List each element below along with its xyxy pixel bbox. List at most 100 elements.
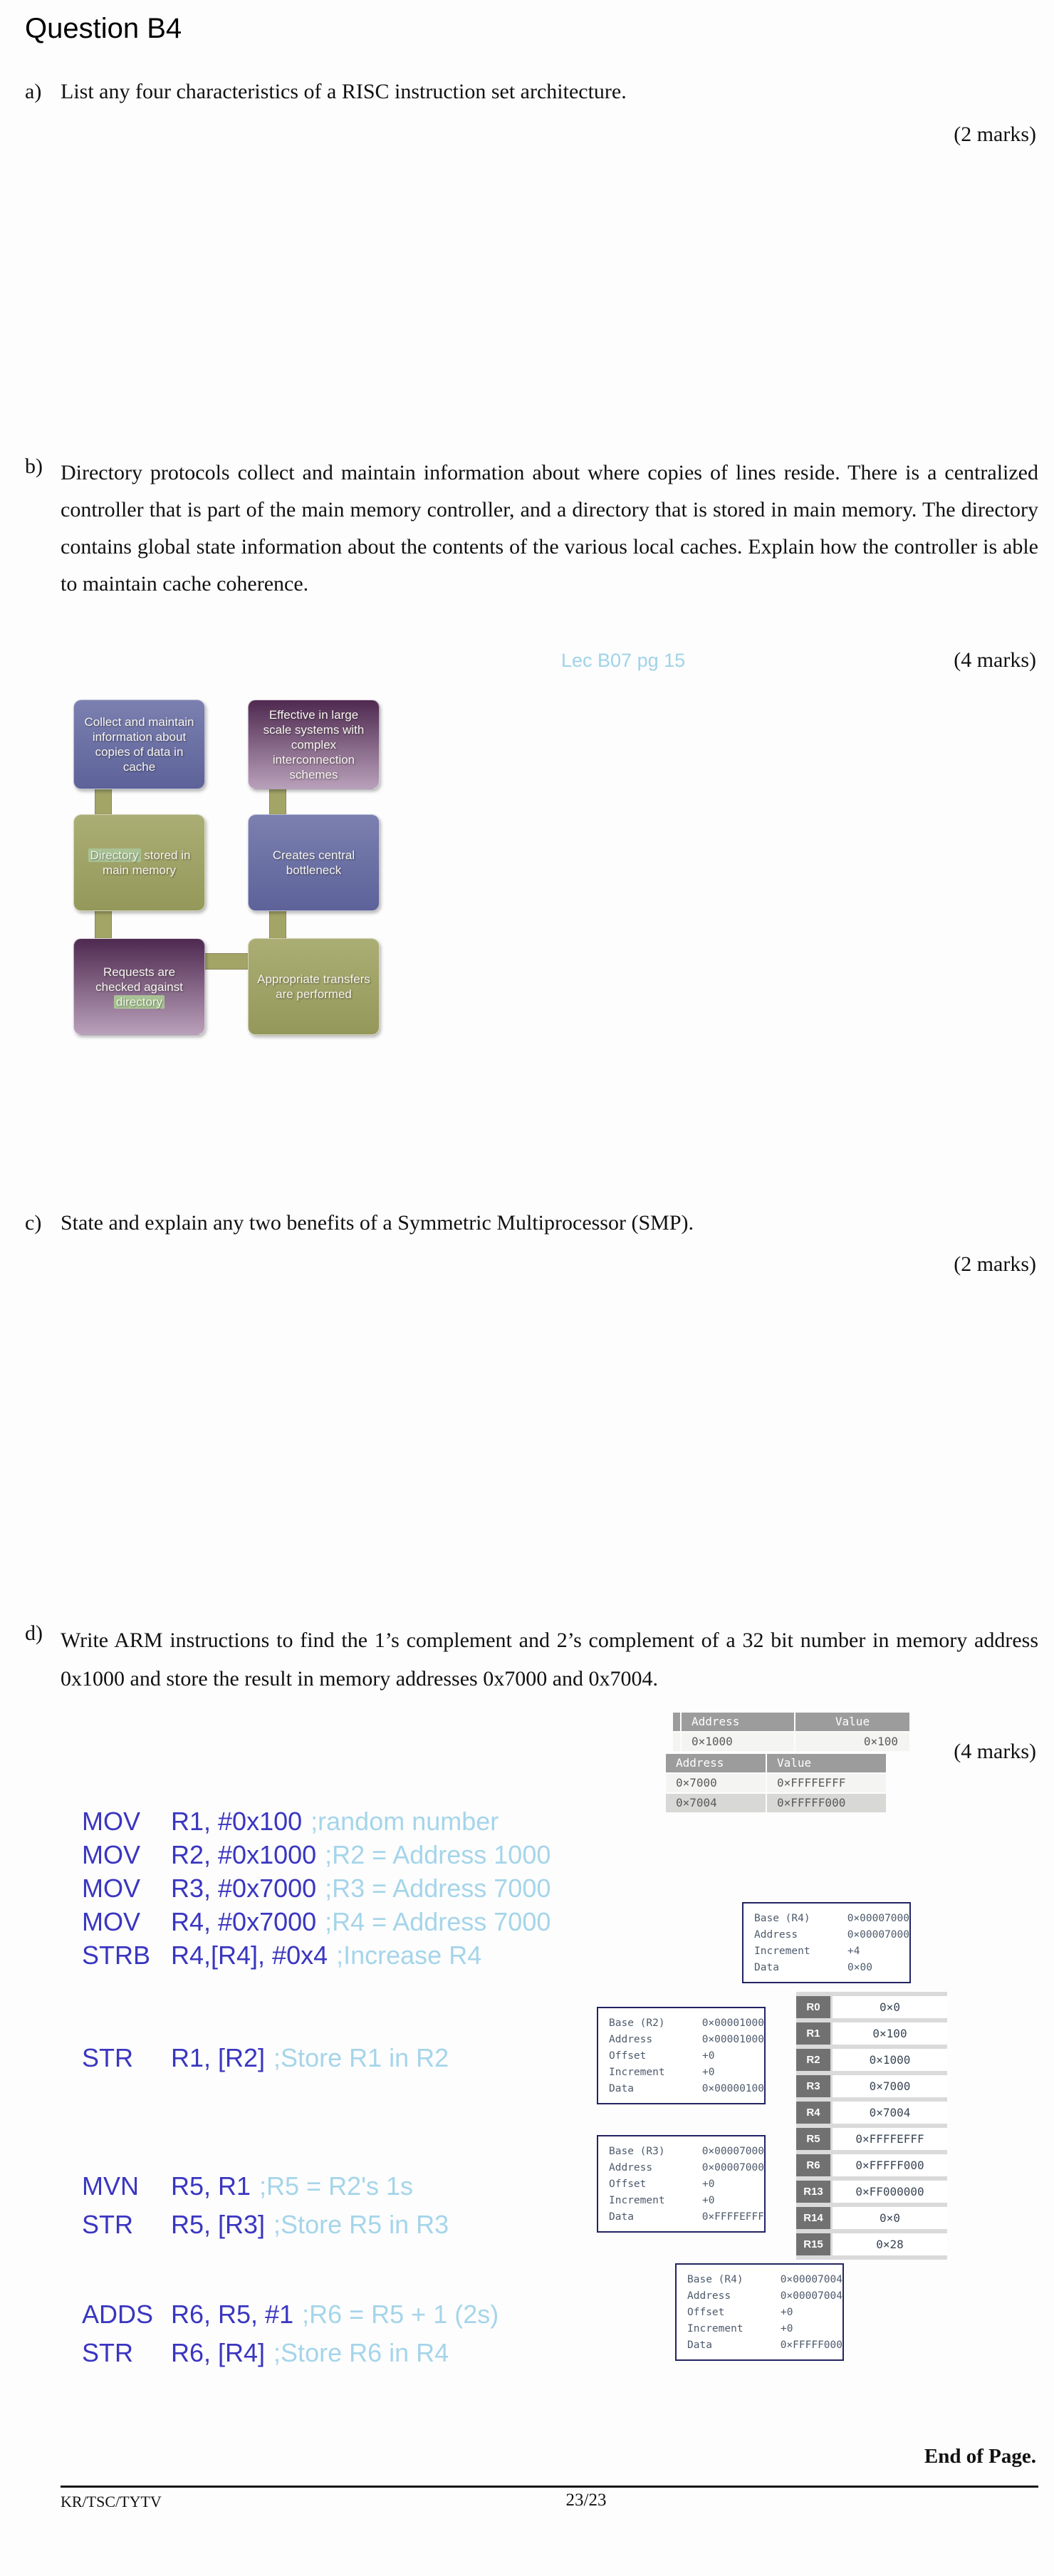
cell-value: +0 — [702, 2178, 715, 2190]
table-row: Offset +0 — [598, 2176, 764, 2193]
cell-value: 0×FFFFEFFF — [767, 1774, 886, 1792]
column-header-value: Value — [767, 1754, 886, 1772]
table-stub-cell — [673, 1733, 680, 1751]
cell-label: Increment — [754, 1946, 810, 1957]
register-name: R2 — [796, 2049, 830, 2071]
question-b-marks: (4 marks) — [954, 648, 1036, 672]
register-value: 0×7000 — [833, 2075, 947, 2097]
column-header-address: Address — [666, 1754, 766, 1772]
table-header-row: Address Value — [666, 1754, 886, 1772]
code-comment: ;random number — [311, 1807, 499, 1836]
cell-label: Increment — [687, 2323, 743, 2334]
cell-label: Address — [609, 2034, 653, 2045]
box-text: Collect and maintain information about c… — [84, 715, 194, 774]
table-row: 0×7000 0×FFFFEFFF — [666, 1774, 886, 1792]
register-value: 0×0 — [833, 2207, 947, 2229]
code-operands: R4, #0x7000 — [171, 1907, 317, 1936]
box-text: stored in main memory — [103, 848, 191, 877]
table-row: Offset+0 — [598, 2048, 764, 2065]
question-c-label: c) — [25, 1211, 42, 1235]
table-row: Offset+0 — [677, 2305, 842, 2321]
register-value: 0×0 — [833, 1996, 947, 2018]
memory-table-result: Address Value 0×7000 0×FFFFEFFF 0×7004 0… — [666, 1754, 886, 1814]
code-mnemonic: MOV — [82, 1840, 141, 1869]
question-d-label: d) — [25, 1621, 43, 1645]
register-value: 0×FFFFF000 — [833, 2154, 947, 2176]
lecture-reference: Lec B07 pg 15 — [561, 650, 686, 671]
code-operands: R5, R1 — [171, 2171, 251, 2201]
column-header-address: Address — [682, 1713, 794, 1731]
memory-table-input: Address Value 0×1000 0×100 — [673, 1713, 909, 1752]
cell-value: 0×00 — [847, 1962, 872, 1973]
question-a-label: a) — [25, 80, 42, 103]
register-name: R5 — [796, 2128, 830, 2150]
cell-value: 0×00007000 — [847, 1929, 909, 1941]
code-operands: R6, [R4] — [171, 2338, 266, 2367]
cell-value: 0×00007000 — [847, 1913, 909, 1924]
diagram-box-effective-large-scale: Effective in large scale systems with co… — [248, 700, 380, 789]
register-value: 0×7004 — [833, 2102, 947, 2124]
cell-label: Data — [609, 2083, 634, 2094]
box-highlight: Directory — [88, 848, 141, 862]
cell-value: 0×00007000 — [701, 2162, 764, 2174]
cell-value: 0×FFFFF000 — [780, 2339, 842, 2351]
cell-address: 0×7004 — [666, 1794, 766, 1812]
code-operands: R4,[R4], #0x4 — [171, 1941, 328, 1970]
question-a-marks: (2 marks) — [954, 123, 1036, 146]
cell-label: Offset — [609, 2178, 647, 2190]
code-comment: ;Store R5 in R3 — [273, 2210, 449, 2239]
box-highlight: directory — [113, 994, 165, 1009]
register-name: R6 — [796, 2154, 830, 2176]
cell-value: 0×FFFFEFFF — [701, 2211, 764, 2223]
cell-value: 0×00001000 — [701, 2017, 764, 2029]
table-row: Data 0×00000100 — [598, 2081, 764, 2097]
code-operands: R3, #0x7000 — [171, 1874, 317, 1903]
code-mnemonic: MVN — [82, 2171, 139, 2201]
cell-value: 0×00007004 — [780, 2290, 842, 2302]
table-row: Data 0×FFFFF000 — [677, 2337, 842, 2354]
code-comment: ;Store R1 in R2 — [273, 2043, 449, 2072]
footer-rule — [61, 2486, 1038, 2488]
cell-label: Data — [687, 2339, 712, 2351]
cell-label: Base (R3) — [609, 2146, 665, 2157]
cell-label: Increment — [609, 2067, 665, 2078]
register-value: 0×FF000000 — [833, 2181, 947, 2203]
code-operands: R5, [R3] — [171, 2210, 266, 2239]
table-row: Data 0×00 — [743, 1960, 909, 1976]
cell-value: 0×100 — [795, 1733, 909, 1751]
question-a-text: List any four characteristics of a RISC … — [61, 80, 627, 103]
column-header-value: Value — [795, 1713, 909, 1731]
code-operands: R2, #0x1000 — [171, 1840, 317, 1869]
diagram-box-central-bottleneck: Creates central bottleneck — [248, 814, 380, 911]
question-d-marks: (4 marks) — [954, 1740, 1036, 1763]
cell-value: 0×FFFFF000 — [767, 1794, 886, 1812]
cell-value: +0 — [702, 2050, 715, 2062]
register-value: 0×28 — [833, 2233, 947, 2255]
cell-value: 0×00000100 — [701, 2083, 764, 2094]
code-comment: ;R5 = R2's 1s — [259, 2171, 414, 2201]
register-name: R1 — [796, 2022, 830, 2045]
code-operands: R1, [R2] — [171, 2043, 266, 2072]
table-row: 0×1000 0×100 — [673, 1733, 909, 1751]
code-operands: R1, #0x100 — [171, 1807, 303, 1836]
question-d-text: Write ARM instructions to find the 1’s c… — [61, 1629, 1038, 1690]
question-b-label: b) — [25, 455, 43, 478]
register-value: 0×FFFFEFFF — [833, 2128, 947, 2150]
table-stub-cell — [673, 1713, 680, 1731]
cell-label: Data — [754, 1962, 779, 1973]
page-title: Question B4 — [25, 13, 182, 44]
